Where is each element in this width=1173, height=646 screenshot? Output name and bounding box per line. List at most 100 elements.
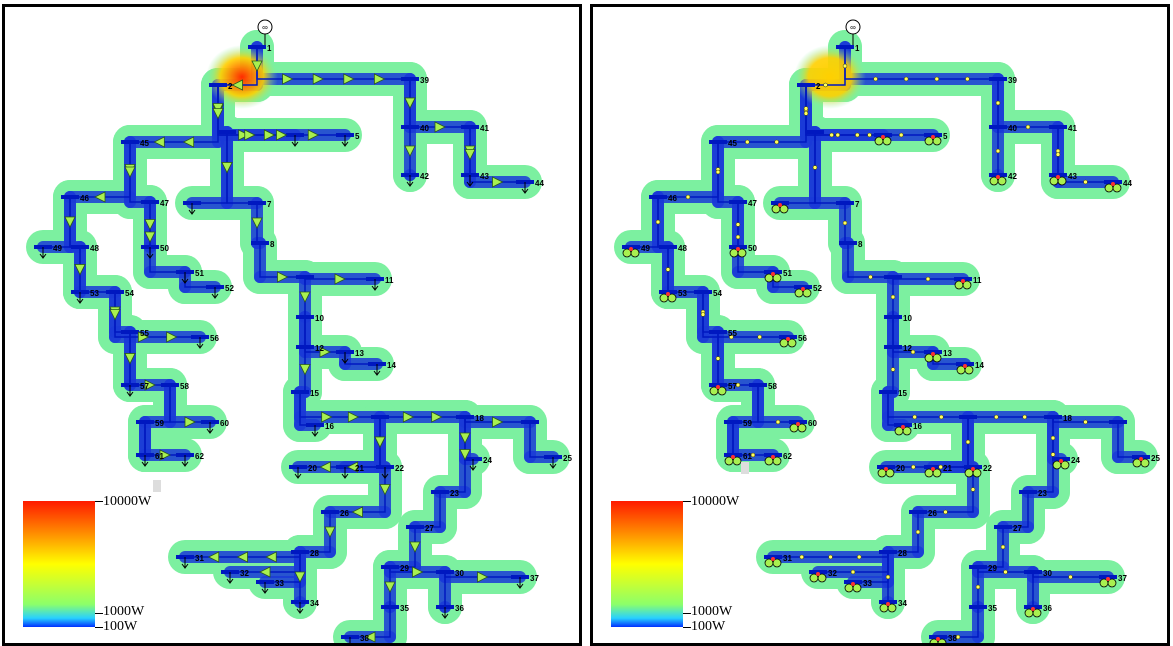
node-label: 40 — [1008, 124, 1017, 133]
node-label: 52 — [225, 284, 234, 293]
load-indicator — [851, 582, 855, 586]
load-symbol — [802, 288, 812, 298]
bus-bar — [248, 45, 266, 49]
feeder-line — [847, 243, 893, 278]
load-indicator — [936, 637, 940, 641]
node-label: 53 — [90, 289, 99, 298]
flow-arrow — [459, 449, 471, 461]
flow-arrow — [459, 432, 471, 444]
feeder-line — [918, 467, 974, 513]
flow-arrow — [64, 216, 76, 228]
load-arrow — [291, 141, 299, 147]
flow-dot — [685, 194, 691, 200]
node-label: 39 — [420, 76, 429, 85]
flow-arrow — [251, 217, 263, 229]
load-arrow — [146, 253, 154, 259]
flow-dot — [899, 132, 904, 138]
flow-dot — [842, 63, 848, 69]
node-label: 21 — [355, 464, 364, 473]
load-symbol — [964, 365, 974, 375]
load-indicator — [816, 572, 820, 576]
node-label: 45 — [728, 139, 737, 148]
load-arrow — [341, 473, 349, 479]
node-label: 23 — [450, 489, 459, 498]
load-symbol — [1060, 460, 1070, 470]
node-label: 10 — [903, 314, 912, 323]
node-label: 35 — [400, 604, 409, 613]
legend-label-max: 10000W — [103, 494, 152, 509]
flow-arrow — [94, 191, 106, 203]
flow-dot — [729, 334, 734, 340]
flow-dot — [970, 487, 976, 492]
flow-dot — [665, 267, 671, 272]
bus-bar — [106, 290, 124, 294]
load-indicator — [666, 292, 670, 296]
flow-dot — [1000, 544, 1006, 550]
node-label: 30 — [455, 569, 464, 578]
node-label: 39 — [1008, 76, 1017, 85]
flow-dot — [995, 148, 1001, 154]
load-arrow — [181, 278, 189, 284]
node-label: 62 — [195, 452, 204, 461]
flow-arrow — [184, 416, 196, 428]
artifact-square — [153, 480, 161, 492]
load-indicator — [1106, 577, 1110, 581]
flow-arrow — [282, 73, 294, 85]
flow-arrow — [244, 129, 256, 141]
flow-arrow — [109, 309, 121, 321]
node-label: 28 — [898, 549, 907, 558]
flow-dot — [850, 569, 856, 575]
node-label: 8 — [270, 240, 275, 249]
flow-arrow — [299, 364, 311, 376]
node-label: 50 — [160, 244, 169, 253]
load-indicator — [961, 279, 965, 283]
load-arrow — [521, 188, 529, 194]
flow-dot — [803, 106, 809, 111]
load-indicator — [1111, 182, 1115, 186]
flow-arrow — [477, 571, 489, 583]
load-indicator — [886, 602, 890, 606]
node-label: 59 — [155, 419, 164, 428]
load-symbol — [1032, 608, 1042, 618]
flow-arrow — [124, 166, 136, 178]
load-indicator — [778, 203, 782, 207]
bus-bar — [694, 290, 712, 294]
flow-dot — [842, 220, 848, 226]
bus-bar — [836, 45, 854, 49]
flow-dot — [735, 234, 741, 240]
node-label: 27 — [425, 524, 434, 533]
load-arrow — [296, 608, 304, 614]
node-label: 1 — [267, 44, 272, 53]
node-label: 46 — [80, 194, 89, 203]
bus-bar — [797, 83, 815, 87]
load-arrow — [406, 181, 414, 187]
node-label: 20 — [308, 464, 317, 473]
load-arrow — [211, 293, 219, 299]
node-label: 24 — [483, 456, 492, 465]
flow-dot — [903, 76, 909, 82]
load-symbol — [885, 468, 895, 478]
legend-tick-max — [95, 501, 103, 502]
node-label: 8 — [858, 240, 863, 249]
flow-dot — [1003, 569, 1008, 575]
load-symbol — [887, 603, 897, 613]
bus-bar — [431, 490, 449, 494]
node-label: 26 — [340, 509, 349, 518]
flow-dot — [828, 554, 833, 560]
bus-bar — [879, 390, 897, 394]
node-label: 56 — [210, 334, 219, 343]
bus-bar — [1049, 125, 1067, 129]
load-indicator — [771, 557, 775, 561]
bus-bar — [61, 195, 79, 199]
flow-dot — [1050, 435, 1056, 441]
flow-arrow — [402, 411, 415, 423]
bus-bar — [994, 525, 1012, 529]
flow-dot — [775, 419, 781, 425]
bus-bar — [291, 390, 309, 394]
flow-arrow — [492, 176, 504, 188]
load-symbol — [932, 468, 942, 478]
flow-dot — [835, 132, 840, 138]
